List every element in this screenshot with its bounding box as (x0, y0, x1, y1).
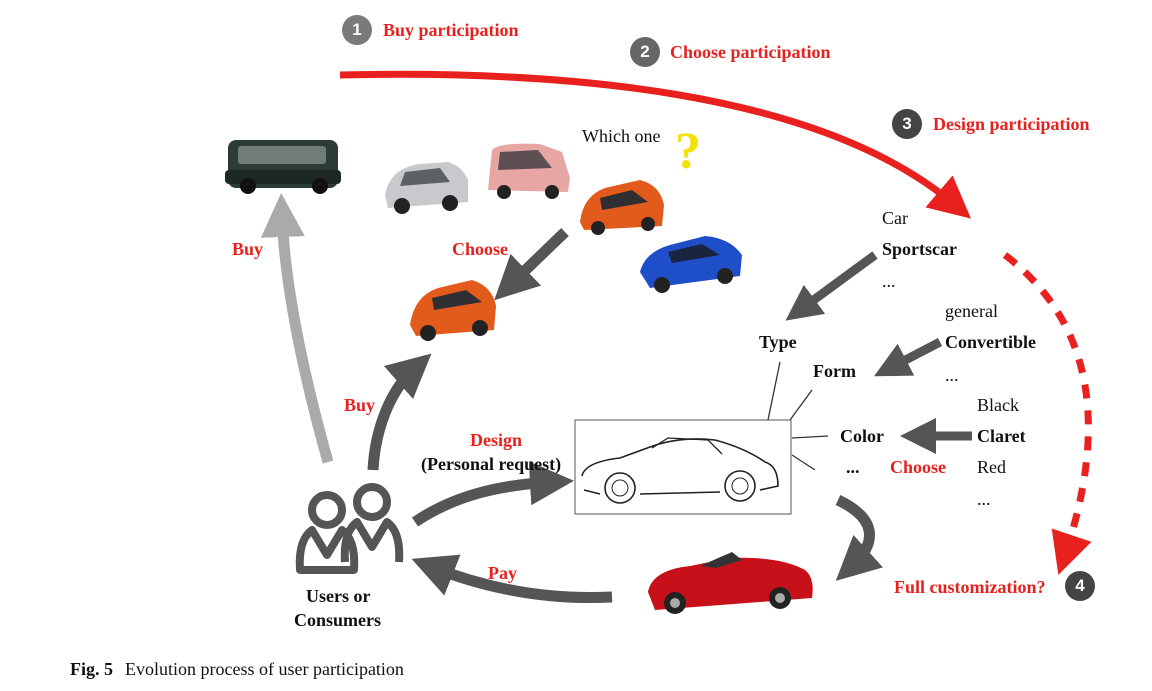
users-label-line1: Users or (306, 586, 371, 606)
step-1-label: Buy participation (383, 20, 519, 40)
choose-arrow (494, 228, 569, 301)
buy-center-label: Buy (344, 395, 376, 415)
step-4-label: Full customization? (894, 577, 1046, 597)
step-4-badge: 4 (1065, 571, 1095, 601)
step-3-badge: 3 (892, 109, 922, 139)
figure-caption-text: Evolution process of user participation (125, 659, 404, 679)
type-option-car: Car (882, 208, 908, 228)
suv-icon (385, 162, 468, 214)
color-option-black: Black (977, 395, 1019, 415)
color-option-claret: Claret (977, 426, 1026, 446)
users-icon (295, 483, 404, 574)
figure-number: Fig. 5 (70, 659, 113, 679)
orange-hatchback-icon (580, 180, 664, 235)
buy-center-arrow (367, 353, 432, 471)
buy-left-label: Buy (232, 239, 264, 259)
question-mark: ? (675, 123, 701, 180)
pay-label: Pay (488, 563, 517, 583)
design-arrow (411, 461, 574, 527)
attribute-connectors (767, 361, 829, 471)
type-option-sportscar: Sportscar (882, 239, 957, 259)
chosen-car-icon (410, 280, 496, 341)
type-option-more: ... (882, 271, 896, 291)
sketch-roadster-icon (574, 419, 792, 515)
figure-caption: Fig. 5 Evolution process of user particip… (70, 659, 404, 680)
choose-color-label: Choose (890, 457, 947, 477)
form-option-convertible: Convertible (945, 332, 1036, 352)
color-option-more: ... (977, 489, 991, 509)
personal-request-label: (Personal request) (421, 454, 562, 474)
form-option-general: general (945, 301, 998, 321)
step-3-label: Design participation (933, 114, 1090, 134)
choose-label: Choose (452, 239, 509, 259)
attribute-form: Form (813, 361, 856, 381)
attribute-color: Color (840, 426, 884, 446)
blue-sedan-icon (640, 236, 742, 293)
which-one-text: Which one (582, 126, 661, 146)
step-1-badge: 1 (342, 15, 372, 45)
attribute-type: Type (759, 332, 797, 352)
minivan-icon (225, 140, 341, 194)
step-2-label: Choose participation (670, 42, 831, 62)
design-label: Design (470, 430, 523, 450)
participation-arc-arrow (339, 70, 971, 219)
form-arrow (874, 338, 943, 377)
form-option-more: ... (945, 365, 959, 385)
red-convertible-icon (648, 552, 813, 614)
type-arrow (785, 251, 878, 321)
users-label-line2: Consumers (294, 610, 382, 630)
color-option-red: Red (977, 457, 1006, 477)
buy-left-arrow (260, 193, 334, 464)
pay-arrow (411, 554, 613, 603)
step-2-badge: 2 (630, 37, 660, 67)
result-arrow (835, 495, 884, 581)
attribute-more: ... (846, 457, 860, 477)
pink-kcar-icon (488, 143, 570, 199)
